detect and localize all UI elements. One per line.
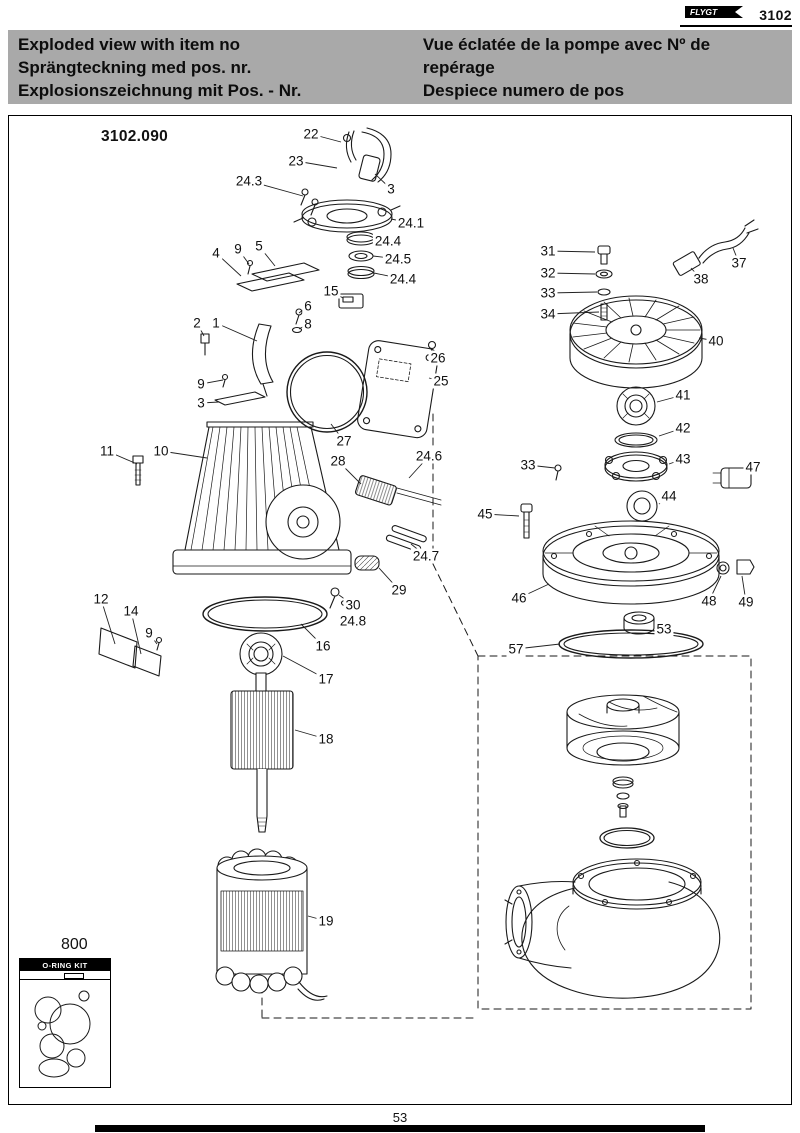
title-line: Explosionszeichnung mit Pos. - Nr. — [18, 81, 302, 100]
exploded-view-art — [98, 127, 759, 1019]
callout-label: 46 — [509, 590, 529, 606]
callout-label: 8 — [302, 316, 314, 332]
leader-line — [215, 322, 258, 342]
brand-bar: FLYGT 3102 — [685, 5, 792, 24]
callout-label: 24.7 — [410, 548, 442, 564]
title-line: Exploded view with item no — [18, 35, 240, 54]
callout-label: 31 — [538, 243, 558, 259]
callout-label: 6 — [302, 298, 314, 314]
title-line: repérage — [422, 58, 495, 77]
callout-label: 45 — [475, 506, 495, 522]
title-column-left: Exploded view with item no Sprängtecknin… — [18, 33, 423, 101]
callout-label: 40 — [706, 333, 726, 349]
callout-label: 15 — [321, 283, 341, 299]
callout-label: 37 — [729, 255, 749, 271]
page-number: 53 — [392, 1110, 408, 1125]
callout-label: 41 — [673, 387, 693, 403]
callout-label: 29 — [389, 582, 409, 598]
model-number: 3102 — [759, 6, 792, 23]
callout-label: 30 — [343, 597, 363, 613]
callout-label: 5 — [253, 238, 265, 254]
callout-label: 24.1 — [395, 215, 427, 231]
callout-label: 3 — [385, 181, 397, 197]
flygt-logo: FLYGT — [685, 5, 744, 24]
callout-label: 24.5 — [382, 251, 414, 267]
callout-label: 16 — [313, 638, 333, 654]
callout-label: 27 — [334, 433, 354, 449]
callout-label: 25 — [431, 373, 451, 389]
callout-label: 24.6 — [413, 448, 445, 464]
callout-label: 4 — [210, 245, 222, 261]
callout-label: 33 — [518, 457, 538, 473]
callout-label: 24.8 — [337, 613, 369, 629]
callout-label: 48 — [699, 593, 719, 609]
callout-label: 10 — [151, 443, 171, 459]
callout-label: 49 — [736, 594, 756, 610]
callout-label: 33 — [538, 285, 558, 301]
flygt-logo-flag: FLYGT — [685, 6, 744, 18]
callout-label: 44 — [659, 488, 679, 504]
oring-kit-label: O-RING KIT — [20, 959, 110, 971]
callout-label: 24.4 — [387, 271, 419, 287]
oring-kit-rings — [34, 990, 91, 1078]
callout-label: 11 — [97, 443, 117, 459]
oring-kit-number: 800 — [61, 936, 88, 953]
callout-label: 34 — [538, 306, 558, 322]
callout-label: 14 — [121, 603, 141, 619]
leader-line — [100, 598, 116, 645]
callout-label: 47 — [743, 459, 763, 475]
callout-label: 1 — [210, 315, 222, 331]
callout-label: 42 — [673, 420, 693, 436]
oring-kit-box: 800 O-RING KIT — [19, 936, 111, 1088]
brand-rule — [680, 25, 792, 27]
drawing-number: 3102.090 — [101, 128, 169, 145]
callout-label: 17 — [316, 671, 336, 687]
oring-kit-card: O-RING KIT — [19, 958, 111, 1088]
callout-label: 26 — [428, 350, 448, 366]
callout-label: 22 — [301, 126, 321, 142]
callout-label: 24.3 — [233, 173, 265, 189]
callout-label: 24.4 — [372, 233, 404, 249]
callout-label: 9 — [195, 376, 207, 392]
flygt-logo-text: FLYGT — [690, 7, 718, 17]
callout-label: 9 — [143, 625, 155, 641]
oring-kit-strip — [20, 971, 110, 980]
callout-label: 53 — [654, 621, 674, 637]
callout-label: 3 — [195, 395, 207, 411]
title-line: Despiece numero de pos — [422, 81, 625, 100]
title-line: Sprängteckning med pos. nr. — [18, 58, 252, 77]
title-bar: Exploded view with item no Sprängtecknin… — [8, 30, 792, 104]
callout-label: 18 — [316, 731, 336, 747]
callout-label: 43 — [673, 451, 693, 467]
callout-label: 9 — [232, 241, 244, 257]
title-line: Vue éclatée de la pompe avec Nº de — [422, 35, 711, 54]
bottom-bar — [95, 1125, 705, 1132]
callout-label: 12 — [91, 591, 111, 607]
callout-label: 2 — [191, 315, 203, 331]
callout-label: 28 — [328, 453, 348, 469]
callout-label: 19 — [316, 913, 336, 929]
callout-label: 23 — [286, 153, 306, 169]
callout-label: 38 — [691, 271, 711, 287]
callout-label: 57 — [506, 641, 526, 657]
callout-label: 32 — [538, 265, 558, 281]
title-column-right: Vue éclatée de la pompe avec Nº de repér… — [423, 33, 782, 101]
